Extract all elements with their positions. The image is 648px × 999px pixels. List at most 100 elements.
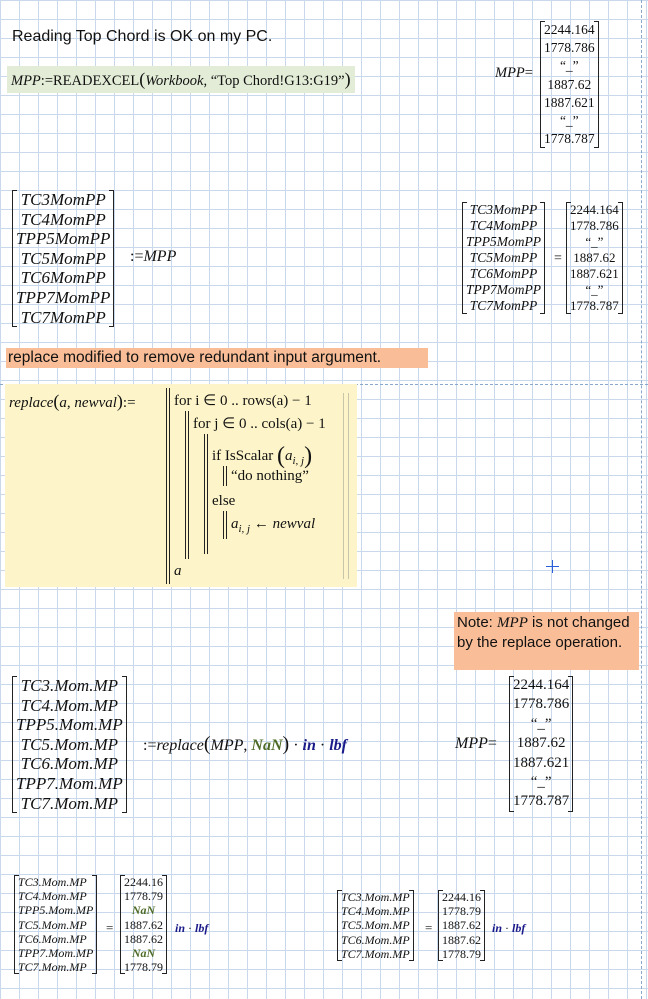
matrix-value: 2244.16 — [442, 890, 481, 904]
matrix-value: 1778.787 — [570, 298, 619, 313]
matrix-name: TPP5.Mom.MP — [18, 903, 94, 918]
matrix-value: 1887.62 — [124, 917, 163, 932]
matrix-name: TC7.Mom.MP — [20, 793, 118, 813]
matrix-value: 1887.62 — [573, 250, 616, 265]
equals-sign-2: = — [106, 920, 114, 935]
matrix-name: TC3MomPP — [469, 202, 538, 217]
program-bar-outer-a — [166, 388, 167, 584]
workbook-arg: Workbook — [145, 73, 204, 89]
matrix-value: “_” — [585, 282, 604, 297]
matrix-value: 1778.786 — [570, 218, 619, 233]
assign-mpp: :=MPP — [130, 248, 177, 265]
matrix-name: TC3.Mom.MP — [20, 676, 118, 695]
matrix-name: TC4MomPP — [469, 218, 538, 233]
matrix-name: TC4MomPP — [20, 209, 106, 229]
crosshair-cursor-icon-vertical — [552, 560, 553, 573]
note-reading-ok[interactable]: Reading Top Chord is OK on my PC. — [12, 28, 273, 45]
range-arg: “Top Chord!G13:G19” — [210, 73, 345, 89]
matrix-value: “_” — [530, 715, 552, 732]
matrix-value: NaN — [131, 946, 156, 961]
matrix-name: TC4.Mom.MP — [341, 904, 410, 919]
mpp-result-label: MPP= — [495, 65, 533, 81]
matrix-name: TC6MomPP — [469, 266, 538, 281]
note-replace-modified[interactable]: replace modified to remove redundant inp… — [6, 348, 428, 368]
matrix-value: “_” — [585, 234, 604, 249]
replace-definition-header: replace(a, newval):= — [9, 391, 136, 411]
matrix-name: TC5MomPP — [20, 248, 106, 268]
note-mpp-unchanged[interactable]: Note: MPP is not changed by the replace … — [454, 612, 639, 670]
matrix-name: TC7.Mom.MP — [341, 946, 410, 961]
matrix-value: NaN — [131, 903, 156, 918]
assign-newval-line: ai, j ← newval — [231, 516, 316, 535]
matrix-value: 1887.62 — [124, 931, 163, 946]
matrix-name: TC6.Mom.MP — [20, 754, 118, 774]
readexcel-expression[interactable]: MPP:=READEXCEL(Workbook, “Top Chord!G13:… — [7, 66, 355, 93]
replace-program-region[interactable] — [5, 384, 357, 587]
program-right-rule-a — [343, 393, 344, 579]
matrix-name: TC6.Mom.MP — [18, 931, 87, 946]
matrix-value: 2244.164 — [570, 202, 619, 217]
matrix-value: 1887.62 — [442, 932, 481, 947]
program-bar-for-j-a — [204, 434, 205, 554]
matrix-value: 1778.786 — [513, 696, 570, 713]
matrix-value: 1778.79 — [442, 904, 481, 919]
matrix-value: 1778.79 — [442, 946, 481, 961]
matrix-value: 1887.621 — [544, 94, 595, 110]
matrix-name: TC4.Mom.MP — [20, 695, 118, 715]
matrix-name: TC4.Mom.MP — [18, 889, 87, 904]
program-bar-if-b — [226, 466, 227, 486]
matrix-name: TC5.Mom.MP — [20, 734, 118, 754]
replace-call-expression: :=replace(MPP, NaN) · in · lbf — [143, 733, 347, 755]
matrix-value: 1887.62 — [547, 76, 592, 92]
matrix-name: TC5.Mom.MP — [341, 918, 410, 933]
matrix-value: 2244.164 — [513, 677, 570, 693]
equals-sign: = — [554, 251, 562, 266]
return-a-line: a — [174, 563, 182, 579]
program-bar-outer-b — [169, 388, 170, 584]
matrix-name: TPP5.Mom.MP — [16, 715, 123, 735]
matrix-name: TPP7.Mom.MP — [18, 946, 94, 961]
matrix-value: 1887.62 — [516, 735, 566, 752]
mpp-variable: MPP — [11, 73, 41, 89]
matrix-value: 2244.16 — [124, 875, 163, 889]
program-bar-for-j-b — [207, 434, 208, 554]
mpp-result2-label: MPP= — [455, 735, 497, 752]
matrix-name: TC5.Mom.MP — [18, 917, 87, 932]
program-bar-else-a — [223, 511, 224, 539]
unit-label-1: in · lbf — [175, 921, 209, 935]
page-edge-separator — [641, 0, 642, 999]
matrix-name: TC3.Mom.MP — [341, 890, 410, 904]
matrix-value: “_” — [530, 774, 552, 791]
matrix-name: TC3.Mom.MP — [18, 875, 87, 889]
matrix-name: TC6MomPP — [20, 268, 106, 288]
program-bar-for-i-a — [185, 411, 186, 559]
matrix-value: 1778.787 — [513, 793, 570, 810]
do-nothing-string: “do nothing” — [231, 468, 309, 484]
matrix-name: TC7MomPP — [20, 307, 106, 327]
matrix-value: 1887.621 — [570, 266, 619, 281]
matrix-name: TC6.Mom.MP — [341, 932, 410, 947]
matrix-value: “_” — [559, 58, 579, 74]
matrix-name: TPP5MomPP — [466, 234, 541, 249]
matrix-value: 1778.79 — [124, 889, 163, 904]
matrix-value: 1778.79 — [124, 960, 163, 975]
matrix-value: 1887.62 — [442, 918, 481, 933]
for-j-line: for j ∈ 0 .. cols(a) − 1 — [193, 416, 326, 432]
matrix-name: TPP5MomPP — [16, 229, 111, 249]
matrix-name: TPP7MomPP — [466, 282, 541, 297]
matrix-name: TPP7.Mom.MP — [16, 773, 123, 793]
matrix-value: 1778.787 — [544, 131, 595, 147]
else-line: else — [212, 493, 236, 509]
matrix-value: 2244.164 — [544, 22, 595, 37]
matrix-name: TC7.Mom.MP — [18, 960, 87, 975]
